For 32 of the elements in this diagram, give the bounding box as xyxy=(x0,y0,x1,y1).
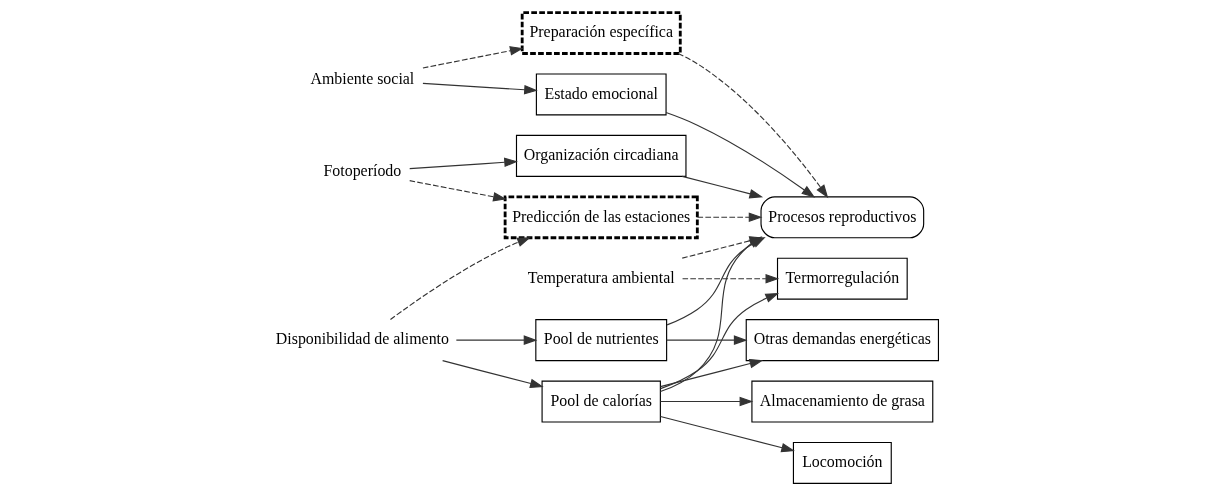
arrow xyxy=(455,335,537,345)
arrow xyxy=(681,273,779,284)
node-box: Termorregulación xyxy=(776,257,908,300)
node-text: Temperatura ambiental xyxy=(527,268,675,286)
arrow xyxy=(659,292,779,390)
arrow xyxy=(665,335,747,345)
node-text: Disponibilidad de alimento xyxy=(275,330,449,348)
arrow xyxy=(677,53,828,199)
node-box: Estado emocional xyxy=(535,73,667,116)
node-box: Otras demandas energéticas xyxy=(745,319,939,362)
arrow xyxy=(665,112,815,198)
arrow xyxy=(389,237,531,321)
arrow xyxy=(696,212,762,223)
node-text: Ambiente social xyxy=(309,69,414,87)
arrow xyxy=(659,415,795,453)
node-box: Locomoción xyxy=(792,441,892,484)
arrow xyxy=(408,157,518,170)
node-box: Pool de calorías xyxy=(541,380,661,423)
node-box: Predicción de las estaciones xyxy=(503,195,699,240)
arrow xyxy=(681,175,763,199)
arrow xyxy=(441,360,544,389)
node-box: Organización circadiana xyxy=(515,134,687,177)
arrow xyxy=(408,180,507,202)
node-box: Procesos reproductivos xyxy=(759,196,924,239)
arrow xyxy=(421,82,538,95)
node-box: Almacenamiento de grasa xyxy=(750,380,933,423)
node-text: Fotoperíodo xyxy=(323,162,401,180)
arrow xyxy=(421,46,524,69)
node-box: Preparación específica xyxy=(520,11,682,55)
arrow xyxy=(659,358,763,388)
node-box: Pool de nutrientes xyxy=(534,319,667,362)
arrow xyxy=(659,396,753,407)
